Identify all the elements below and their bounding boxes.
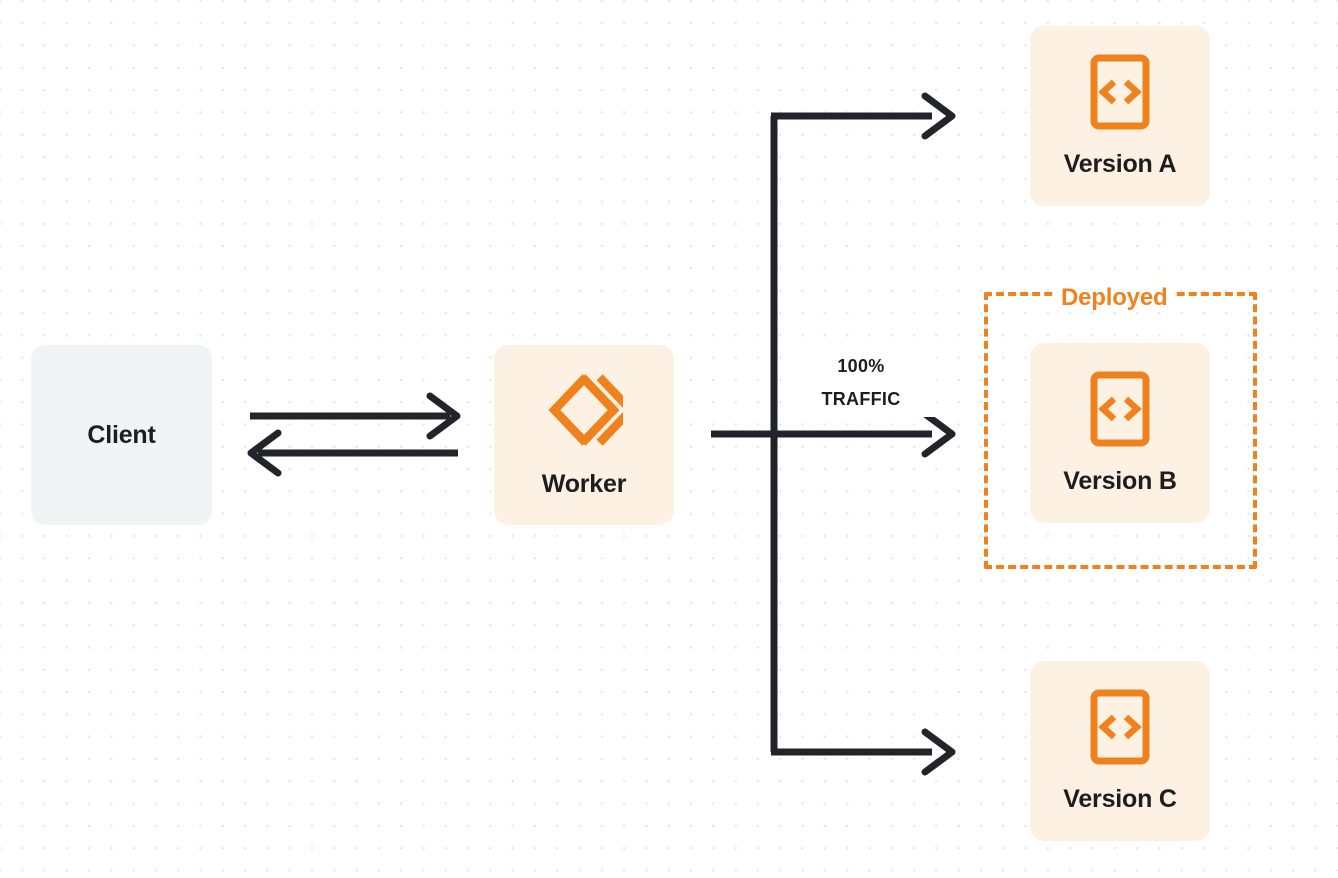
arrow-client-to-worker xyxy=(250,392,461,440)
node-version-a[interactable]: Version A xyxy=(1030,26,1210,206)
arrow-to-version-b xyxy=(711,410,956,458)
code-brackets-icon xyxy=(1089,53,1151,136)
client-label: Client xyxy=(87,420,156,449)
version-a-label: Version A xyxy=(1063,150,1177,178)
version-b-label: Version B xyxy=(1063,467,1177,495)
deployed-group-label: Deployed xyxy=(1053,284,1176,312)
arrow-to-version-a xyxy=(771,92,956,140)
cloudflare-workers-logo-icon xyxy=(545,371,637,454)
code-brackets-icon xyxy=(1089,688,1151,771)
code-brackets-icon xyxy=(1089,370,1151,453)
worker-label: Worker xyxy=(541,470,627,498)
arrow-to-version-c xyxy=(771,728,956,776)
version-c-label: Version C xyxy=(1063,785,1177,813)
node-version-c[interactable]: Version C xyxy=(1030,661,1210,841)
node-worker[interactable]: Worker xyxy=(494,345,674,525)
traffic-percent: 100% xyxy=(786,350,936,384)
traffic-label: 100% TRAFFIC xyxy=(786,350,936,417)
node-version-b[interactable]: Version B xyxy=(1030,343,1210,523)
node-client[interactable]: Client xyxy=(31,345,212,525)
traffic-word: TRAFFIC xyxy=(786,383,936,417)
arrow-worker-to-client xyxy=(247,429,458,477)
